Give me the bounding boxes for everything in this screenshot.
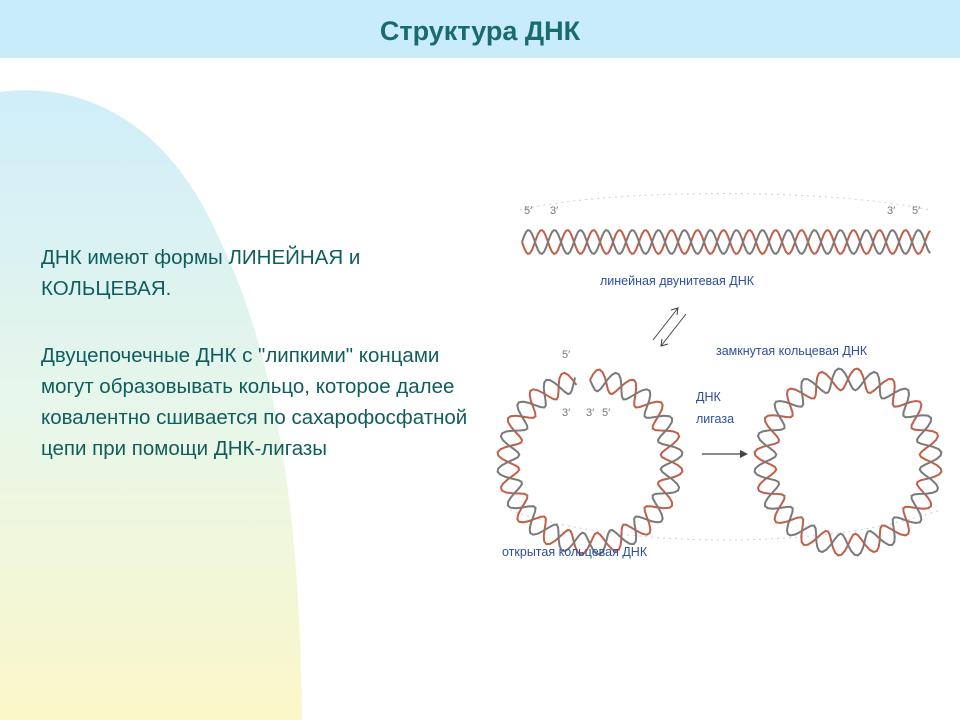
end-label-5-left: 5′ [524, 205, 532, 217]
open-circular-label: открытая кольцевая ДНК [502, 545, 648, 559]
dna-diagram: 5′ 3′ 3′ 5′ линейная двунитевая ДНК 5′ 3… [496, 193, 943, 559]
end-label-3-right: 3′ [887, 205, 895, 217]
paragraph-sticky-ends: Двуцепочечные ДНК с "липкими" концами мо… [41, 344, 468, 460]
closed-circular-dna [753, 367, 943, 557]
end-label-3-left: 3′ [550, 205, 558, 217]
open-circular-dna [496, 368, 684, 556]
linear-strand-a [521, 228, 931, 256]
ligase-label-line1: ДНК [696, 390, 721, 404]
title-bar [0, 0, 960, 58]
open-end-3a: 3′ [562, 407, 570, 419]
open-end-5: 5′ [562, 349, 570, 361]
closed-circle-strand-a [753, 367, 943, 557]
ligase-arrow [702, 450, 748, 458]
open-circle-strand-a [496, 368, 684, 556]
open-end-5b: 5′ [602, 407, 610, 419]
equilibrium-arrows [652, 307, 687, 347]
open-end-3b: 3′ [586, 407, 594, 419]
slide-title: Структура ДНК [379, 16, 581, 46]
open-circle-strand-b [496, 371, 684, 556]
closed-circular-label: замкнутая кольцевая ДНК [716, 344, 868, 358]
linear-strand-b [521, 228, 931, 256]
linear-dna-helix [521, 228, 931, 256]
guide-arc-top [519, 193, 931, 211]
end-label-5-right: 5′ [912, 205, 920, 217]
closed-circle-strand-b [753, 367, 943, 557]
linear-dna-label: линейная двунитевая ДНК [600, 274, 755, 288]
paragraph-forms: ДНК имеют формы ЛИНЕЙНАЯ и КОЛЬЦЕВАЯ. [41, 246, 361, 300]
ligase-label-line2: лигаза [696, 412, 734, 426]
